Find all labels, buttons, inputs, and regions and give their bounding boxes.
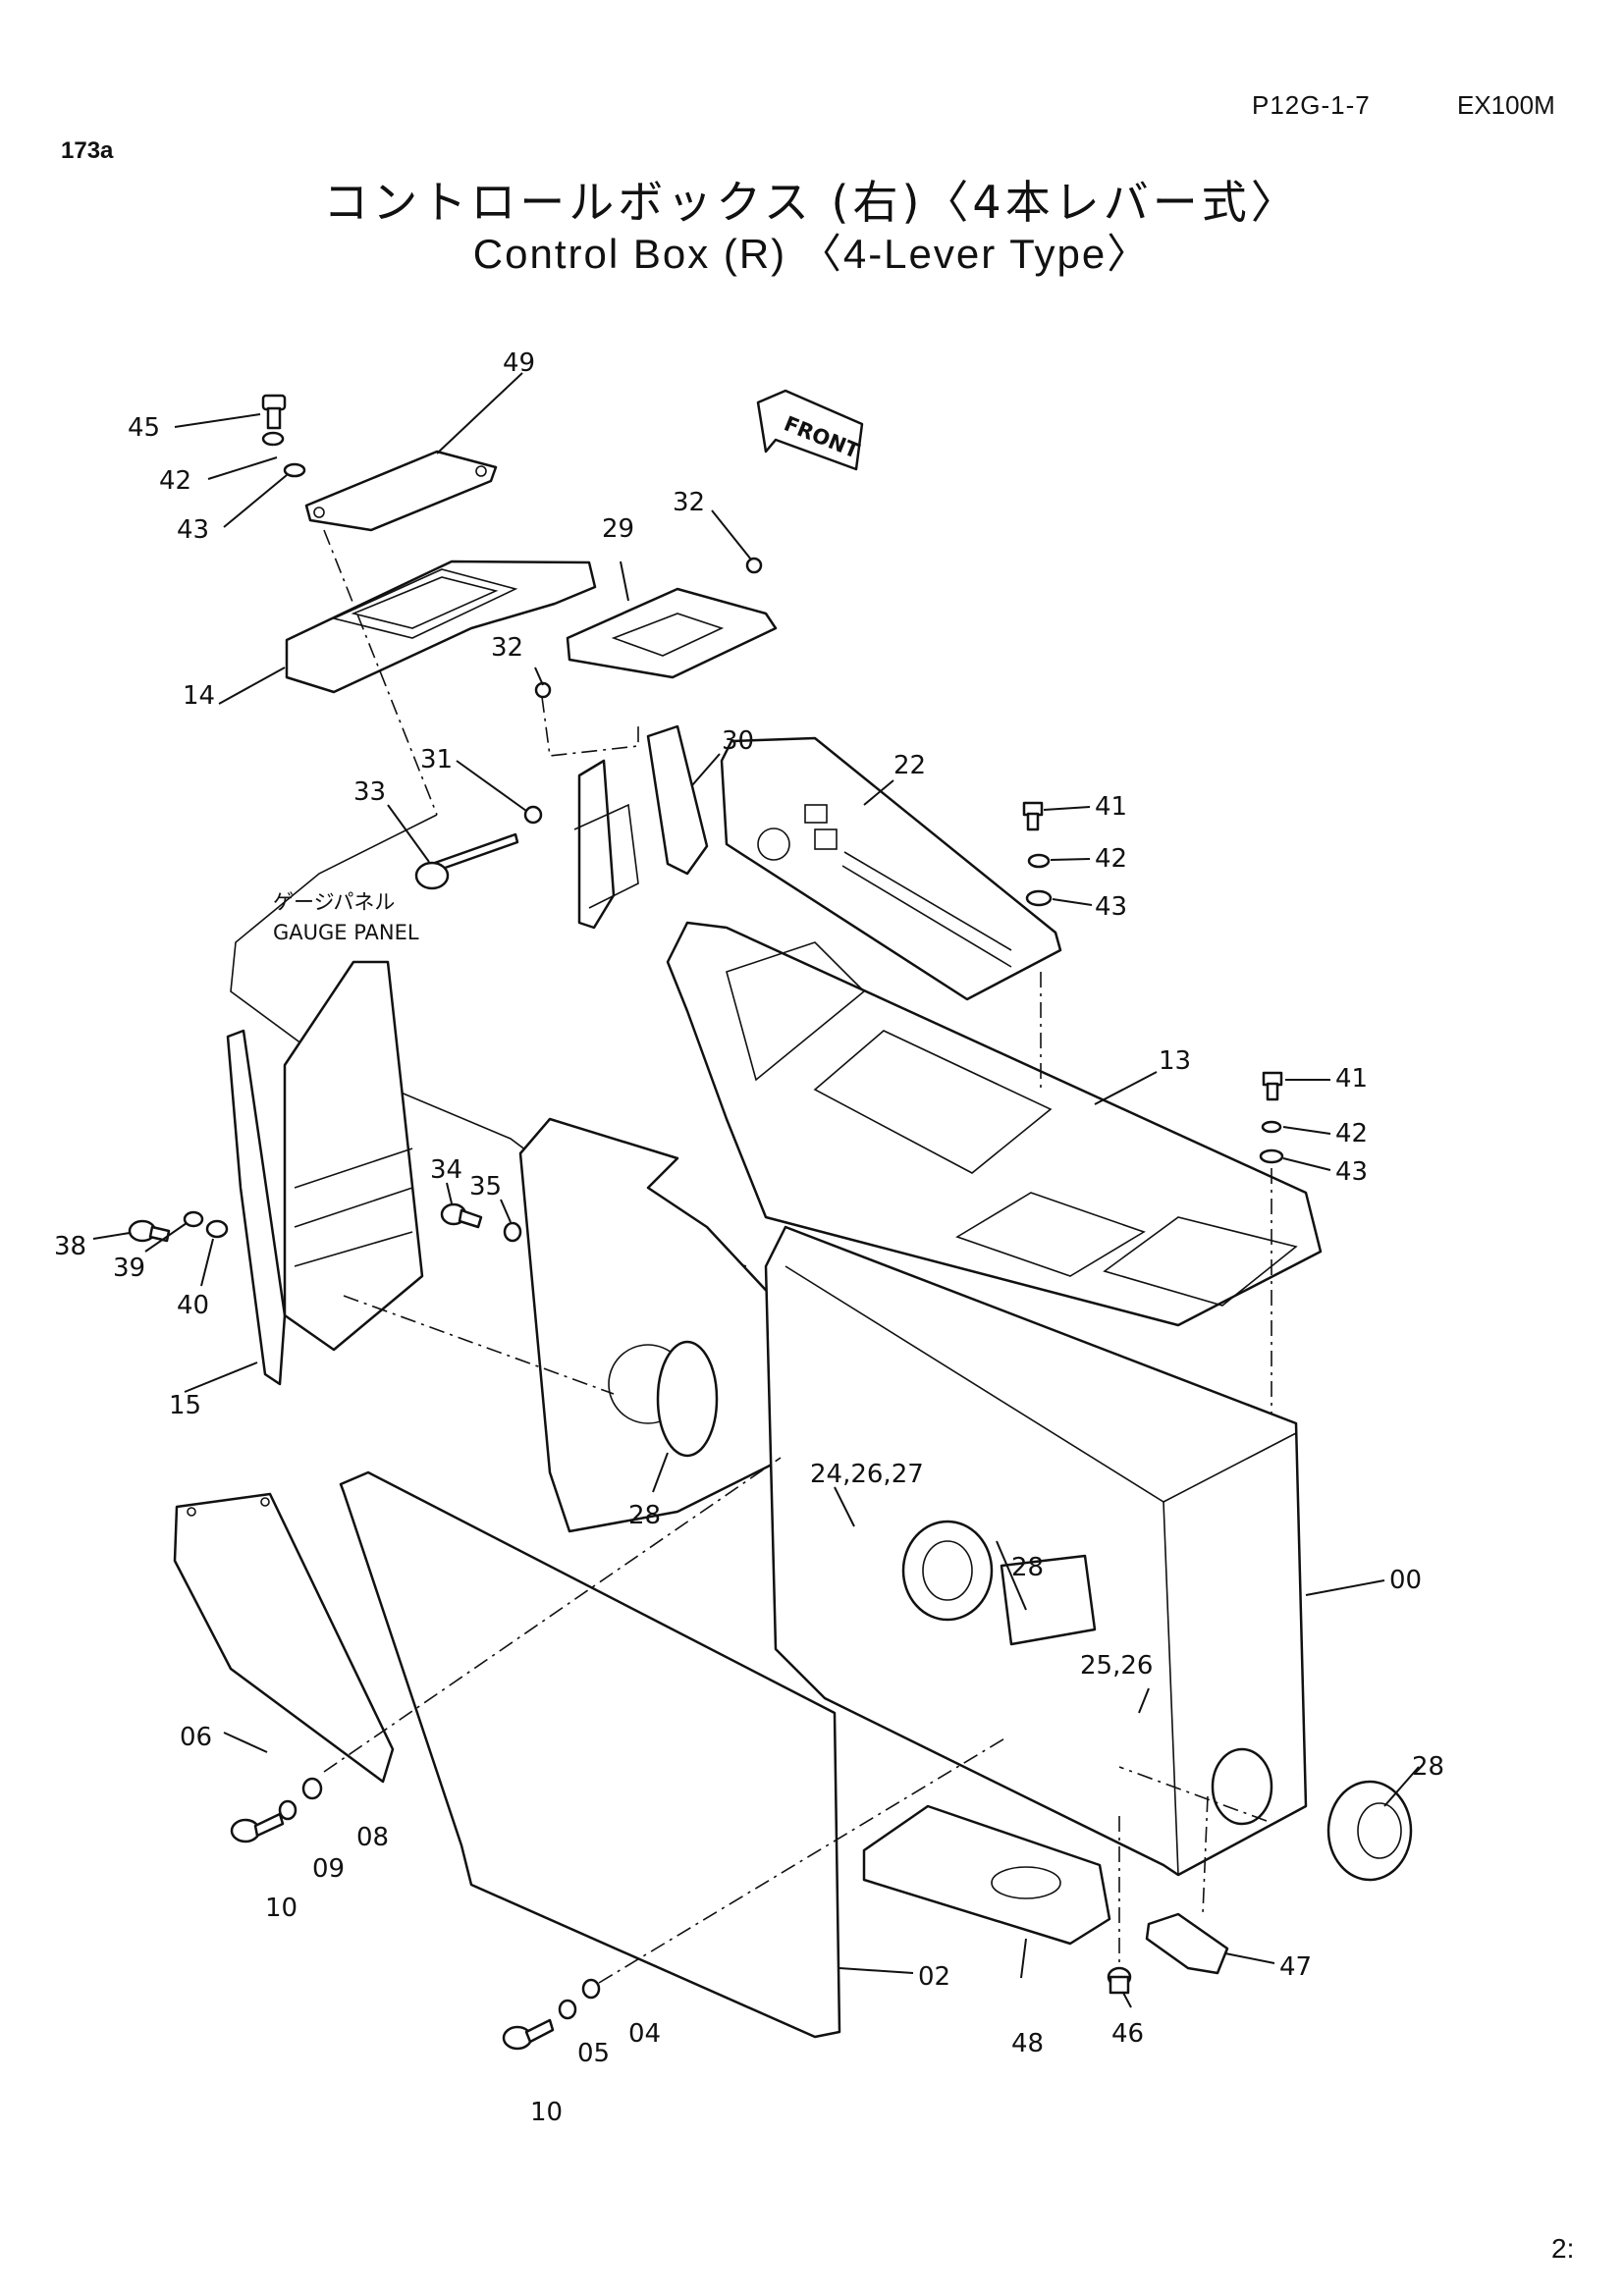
part-14-cover — [285, 560, 597, 694]
callout-48: 48 — [1011, 2029, 1044, 2058]
callout-10-upper: 10 — [265, 1894, 298, 1923]
bolt-10-upper-icon — [230, 1777, 323, 1843]
callout-42-lower: 42 — [1335, 1119, 1368, 1148]
bolt-38-icon — [128, 1210, 229, 1243]
part-46-plug-icon — [1107, 1966, 1132, 1995]
callout-25-26: 25,26 — [1080, 1651, 1153, 1681]
callout-32-lower: 32 — [491, 633, 523, 663]
callout-28-right: 28 — [1412, 1752, 1444, 1782]
callout-28-left: 28 — [628, 1501, 661, 1530]
callout-24-26-27: 24,26,27 — [810, 1460, 924, 1489]
callout-34: 34 — [430, 1155, 462, 1185]
callout-05: 05 — [577, 2039, 610, 2068]
callout-43-mid: 43 — [1095, 892, 1127, 922]
callout-15: 15 — [169, 1391, 201, 1420]
gauge-panel-label-jp: ゲージパネル — [273, 890, 395, 914]
callout-29: 29 — [602, 514, 634, 544]
callout-46: 46 — [1111, 2019, 1144, 2049]
part-47-grommet-icon — [1145, 1912, 1229, 1975]
callout-06: 06 — [180, 1723, 212, 1752]
part-29-plate — [534, 557, 778, 699]
gauge-panel-label-en: GAUGE PANEL — [273, 921, 419, 944]
callout-leaders — [92, 372, 1420, 2008]
bolt-33-icon — [414, 832, 519, 890]
callout-08: 08 — [356, 1823, 389, 1852]
callout-41-upper: 41 — [1095, 792, 1127, 822]
sheet-number: 173a — [61, 137, 114, 164]
drawing-code: P12G-1-7 — [1252, 90, 1371, 120]
callout-47: 47 — [1279, 1952, 1312, 1982]
callout-02: 02 — [918, 1962, 950, 1992]
part-06-plate — [173, 1492, 395, 1784]
callout-30: 30 — [722, 726, 754, 756]
bolt-41-lower-icon — [1259, 1071, 1284, 1164]
callout-38: 38 — [54, 1232, 86, 1261]
callout-22: 22 — [893, 751, 926, 780]
part-28-grommet-icon — [1326, 1780, 1413, 1882]
part-22-panel — [720, 736, 1062, 1001]
main-box — [764, 1225, 1308, 1877]
callout-31: 31 — [420, 745, 453, 774]
part-13-frame — [666, 921, 1323, 1327]
callout-00: 00 — [1389, 1566, 1422, 1595]
title-japanese: コントロールボックス (右)〈4本レバー式〉 — [323, 176, 1300, 229]
callout-10-lower: 10 — [530, 2098, 563, 2127]
callout-35: 35 — [469, 1172, 502, 1201]
callout-40: 40 — [177, 1291, 209, 1320]
callout-43-lower: 43 — [1335, 1157, 1368, 1187]
callout-33: 33 — [353, 777, 386, 807]
centerlines — [323, 529, 1272, 1984]
callout-14: 14 — [183, 681, 215, 711]
callout-42-mid: 42 — [1095, 844, 1127, 874]
bolt-34-icon — [440, 1202, 522, 1243]
bolt-45-icon — [261, 394, 306, 478]
bolt-41-upper-icon — [1022, 801, 1053, 907]
part-49-cover — [304, 450, 498, 532]
callout-13: 13 — [1159, 1046, 1191, 1076]
callout-43-top: 43 — [177, 515, 209, 545]
title-english: Control Box (R) 〈4-Lever Type〉 — [472, 231, 1151, 277]
part-48-pad — [862, 1804, 1111, 1946]
model-name: EX100M — [1457, 90, 1555, 120]
callout-49: 49 — [503, 348, 535, 378]
part-02-cover — [339, 1470, 841, 2039]
callout-45: 45 — [128, 413, 160, 443]
callout-28-center: 28 — [1011, 1553, 1044, 1582]
callout-09: 09 — [312, 1854, 345, 1884]
bolt-10-lower-icon — [502, 1978, 601, 2051]
part-15-side-panel — [226, 960, 424, 1386]
front-arrow: FRONT — [756, 389, 864, 471]
callout-04: 04 — [628, 2019, 661, 2049]
callout-39: 39 — [113, 1254, 145, 1283]
callout-41-lower: 41 — [1335, 1064, 1368, 1094]
part-30-brackets — [523, 724, 709, 930]
callout-32-upper: 32 — [673, 488, 705, 517]
center-bracket — [518, 1117, 846, 1533]
callout-42-top: 42 — [159, 466, 191, 496]
page-number: 2: — [1551, 2233, 1575, 2264]
callout-labels: 45 42 43 49 14 29 32 32 31 30 22 33 41 4… — [54, 348, 1444, 2127]
